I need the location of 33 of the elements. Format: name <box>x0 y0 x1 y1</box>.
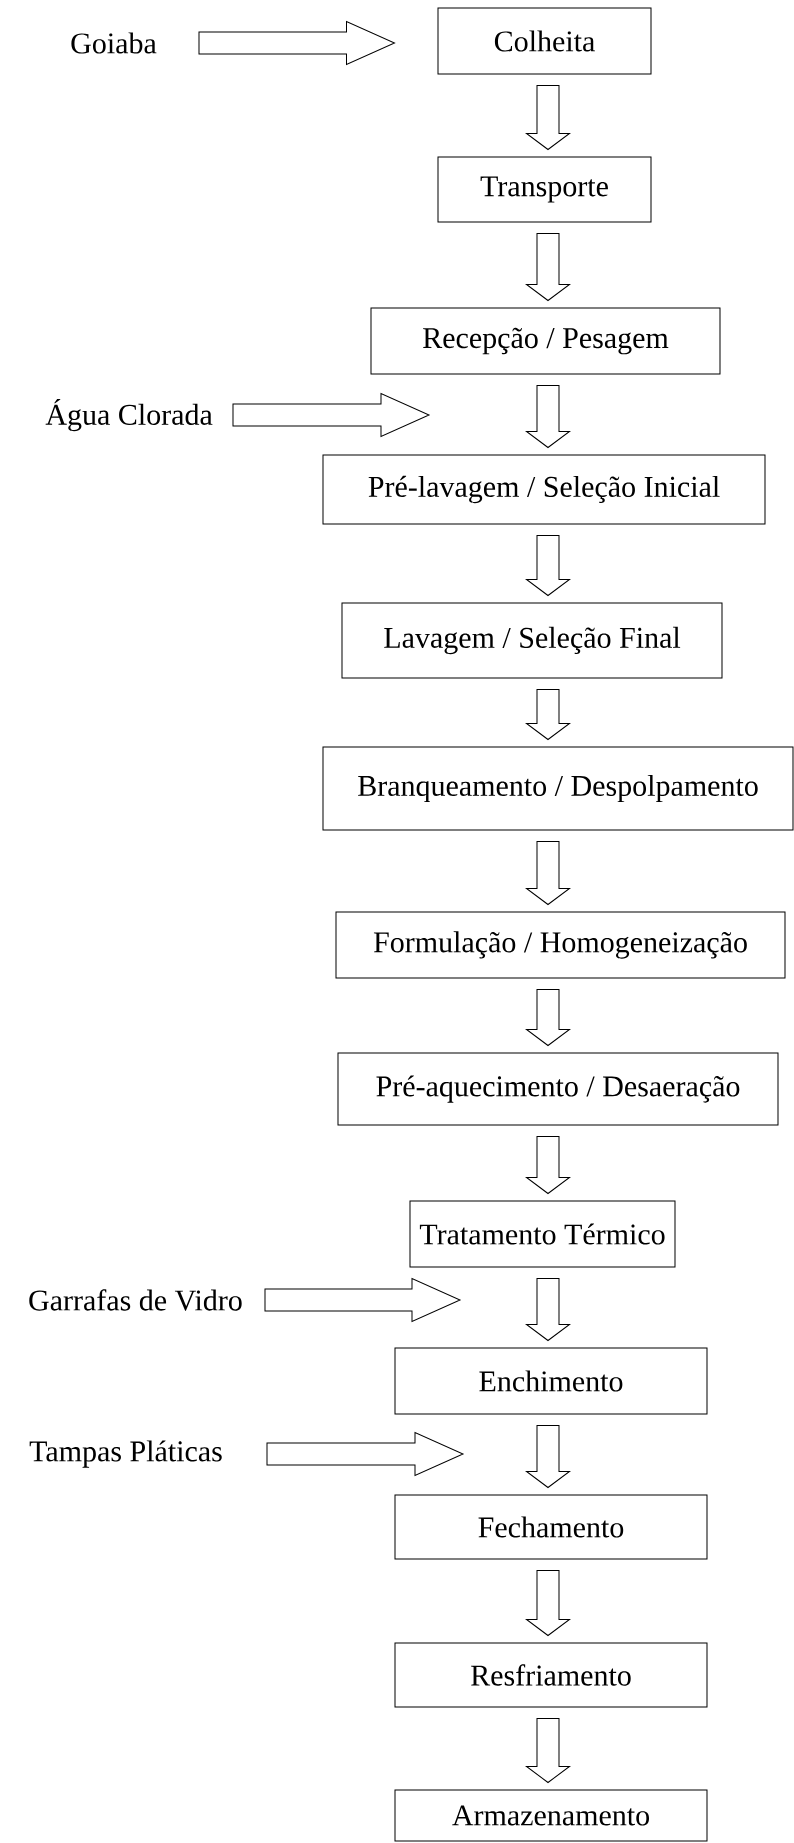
block-arrow <box>526 1425 570 1488</box>
process-box: Enchimento <box>394 1347 708 1415</box>
block-arrow <box>526 535 570 596</box>
input-label: Goiaba <box>71 32 157 54</box>
process-box: Resfriamento <box>394 1642 708 1708</box>
input-label: Água Clorada <box>45 398 213 432</box>
block-arrow <box>266 1432 464 1476</box>
block-arrow <box>526 1570 570 1636</box>
block-arrow <box>526 841 570 905</box>
process-box: Pré-lavagem / Seleção Inicial <box>322 454 766 525</box>
block-arrow <box>526 1278 570 1341</box>
process-box: Lavagem / Seleção Final <box>341 602 723 679</box>
process-box: Tratamento Térmico <box>409 1200 676 1268</box>
block-arrow <box>526 385 570 448</box>
block-arrow <box>526 989 570 1046</box>
block-arrow <box>198 21 395 65</box>
block-arrow <box>526 1718 570 1783</box>
process-box: Formulação / Homogeneização <box>335 911 786 979</box>
block-arrow <box>526 233 570 301</box>
block-arrow <box>526 85 570 150</box>
process-box: Recepção / Pesagem <box>370 307 721 375</box>
block-arrow <box>232 393 430 437</box>
process-box: Fechamento <box>394 1494 708 1560</box>
process-box: Branqueamento / Despolpamento <box>322 746 794 831</box>
block-arrow <box>264 1278 461 1322</box>
process-box: Pré-aquecimento / Desaeração <box>337 1052 779 1126</box>
block-arrow <box>526 1136 570 1194</box>
process-box: Colheita <box>437 7 652 75</box>
input-label: Garrafas de Vidro <box>29 1289 242 1311</box>
block-arrow <box>526 689 570 740</box>
input-label: Tampas Pláticas <box>29 1440 222 1468</box>
process-box: Armazenamento <box>394 1789 708 1842</box>
process-box: Transporte <box>437 156 652 223</box>
